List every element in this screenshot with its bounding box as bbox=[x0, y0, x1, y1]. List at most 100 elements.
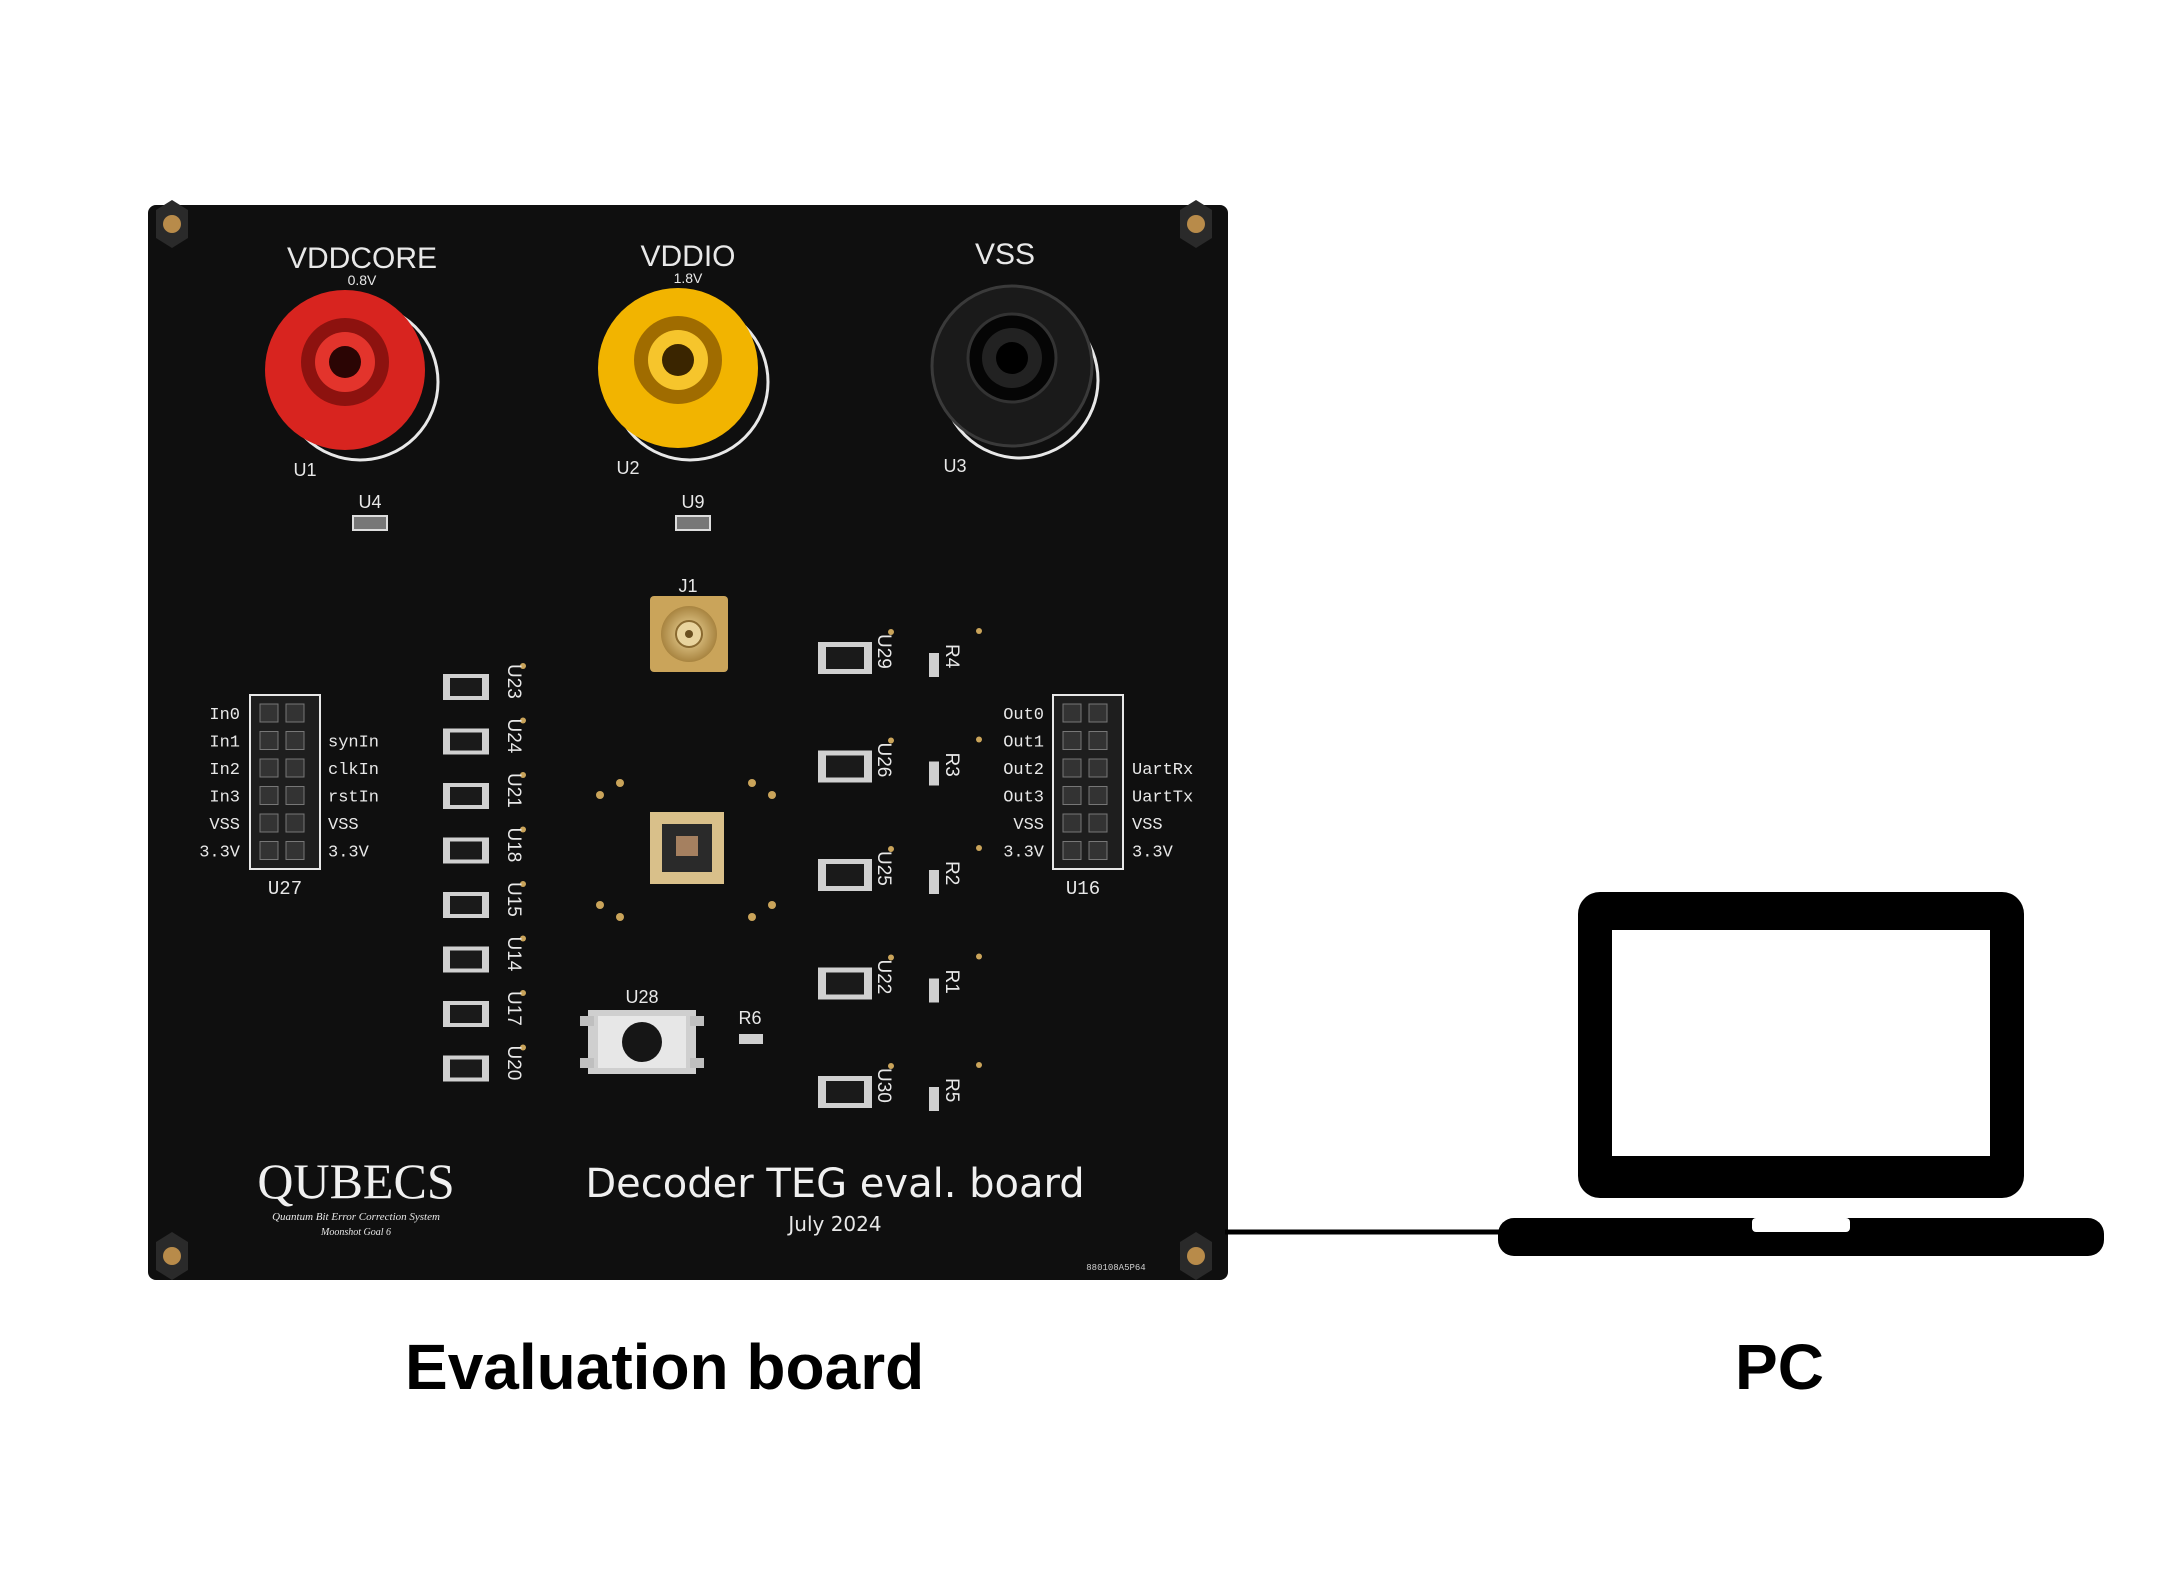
header-pin bbox=[259, 841, 279, 860]
ic-component: U26 bbox=[818, 737, 894, 783]
header-pin bbox=[1062, 703, 1082, 723]
regulator: U4 bbox=[352, 492, 388, 531]
header-pin bbox=[1062, 841, 1082, 860]
pin-label: VSS bbox=[328, 816, 359, 835]
header-pin bbox=[259, 786, 279, 805]
ic-component: U22 bbox=[818, 954, 894, 1000]
logo-subtitle: Moonshot Goal 6 bbox=[320, 1227, 391, 1238]
resistor: R5 bbox=[929, 1062, 982, 1111]
push-button: U28 R6 bbox=[580, 987, 763, 1074]
ic-component: U30 bbox=[818, 1063, 894, 1108]
header-pin bbox=[1088, 786, 1108, 805]
connector-vddio: VDDIO 1.8V U2 bbox=[598, 240, 770, 478]
pin-label: In2 bbox=[209, 761, 240, 780]
pin-label: rstIn bbox=[328, 789, 379, 808]
evaluation-board: VDDCORE 0.8V U1 VDDIO 1.8V U2 VSS U3 U4 bbox=[148, 200, 1228, 1280]
connector-vddcore: VDDCORE 0.8V U1 bbox=[265, 242, 440, 480]
sma-connector: J1 bbox=[650, 576, 728, 672]
pin-label: VSS bbox=[1013, 816, 1044, 835]
decoder-chip bbox=[596, 779, 776, 921]
header-pin bbox=[285, 703, 305, 723]
mounting-standoff bbox=[156, 1232, 188, 1280]
header-pin bbox=[1088, 841, 1108, 860]
pin-label: clkIn bbox=[328, 761, 379, 780]
ic-ref: U14 bbox=[503, 937, 524, 972]
connector-voltage: 0.8V bbox=[348, 272, 377, 288]
pin-label: UartRx bbox=[1132, 761, 1193, 780]
pin-label: In1 bbox=[209, 734, 240, 753]
header-pin bbox=[259, 731, 279, 750]
resistor-ref: R1 bbox=[941, 970, 962, 994]
pin-label: 3.3V bbox=[1003, 844, 1045, 863]
header-pin bbox=[285, 758, 305, 778]
pin-label: VSS bbox=[1132, 816, 1163, 835]
connector-ref: U2 bbox=[616, 458, 639, 478]
pin-label: synIn bbox=[328, 734, 379, 753]
ic-component: U17 bbox=[443, 990, 526, 1027]
header-pin bbox=[1088, 813, 1108, 833]
resistor: R1 bbox=[929, 953, 982, 1003]
qubecs-logo: QUBECS bbox=[257, 1153, 454, 1209]
connector-label: VSS bbox=[975, 238, 1035, 271]
header-pin bbox=[285, 731, 305, 750]
board-date: July 2024 bbox=[786, 1212, 881, 1236]
resistor: R4 bbox=[929, 628, 982, 677]
pin-label: Out3 bbox=[1003, 789, 1044, 808]
header-pin bbox=[259, 813, 279, 833]
connector-ref: U3 bbox=[943, 456, 966, 476]
header-ref: U27 bbox=[268, 878, 302, 900]
pin-label: UartTx bbox=[1132, 789, 1193, 808]
mounting-standoff bbox=[156, 200, 188, 248]
header-pin bbox=[1062, 786, 1082, 805]
resistor-ref: R3 bbox=[941, 753, 962, 777]
header-pin bbox=[285, 841, 305, 860]
pin-label: 3.3V bbox=[328, 844, 370, 863]
regulator-ref: U4 bbox=[358, 492, 381, 512]
pin-label: Out0 bbox=[1003, 706, 1044, 725]
pin-label: VSS bbox=[209, 816, 240, 835]
header-pin bbox=[1062, 813, 1082, 833]
mounting-standoff bbox=[1180, 1232, 1212, 1280]
board-title: Decoder TEG eval. board bbox=[585, 1161, 1084, 1207]
ic-ref: U23 bbox=[503, 664, 524, 699]
ic-component: U21 bbox=[443, 772, 526, 809]
sma-ref: J1 bbox=[678, 576, 697, 596]
regulator: U9 bbox=[675, 492, 711, 531]
pin-label: In3 bbox=[209, 789, 240, 808]
ic-component: U15 bbox=[443, 881, 526, 918]
ic-component: U18 bbox=[443, 826, 526, 864]
connector-label: VDDCORE bbox=[287, 242, 437, 275]
regulator-ref: U9 bbox=[681, 492, 704, 512]
ic-component: U24 bbox=[443, 717, 526, 755]
pin-label: Out1 bbox=[1003, 734, 1044, 753]
header-pin bbox=[259, 758, 279, 778]
mounting-standoff bbox=[1180, 200, 1212, 248]
evaluation-board-caption: Evaluation board bbox=[405, 1331, 925, 1403]
header-pin bbox=[285, 786, 305, 805]
connector-voltage: 1.8V bbox=[674, 270, 703, 286]
resistor: R3 bbox=[929, 736, 982, 786]
header-pin bbox=[1088, 758, 1108, 778]
ic-component: U25 bbox=[818, 846, 894, 891]
header-pin bbox=[1088, 731, 1108, 750]
pcb-substrate bbox=[148, 205, 1228, 1280]
resistor: R2 bbox=[929, 845, 982, 894]
connector-ref: U1 bbox=[293, 460, 316, 480]
ic-component: U29 bbox=[818, 629, 894, 674]
header-pin bbox=[1062, 731, 1082, 750]
resistor-ref: R2 bbox=[941, 861, 962, 885]
pc-caption: PC bbox=[1735, 1331, 1824, 1403]
connector-label: VDDIO bbox=[640, 240, 735, 273]
header-pin bbox=[285, 813, 305, 833]
button-ref: U28 bbox=[625, 987, 658, 1007]
ic-component: U23 bbox=[443, 663, 526, 700]
header-pin bbox=[259, 703, 279, 723]
ic-ref: U26 bbox=[873, 743, 894, 778]
resistor-ref: R6 bbox=[738, 1008, 761, 1028]
ic-ref: U18 bbox=[503, 828, 524, 863]
logo-subtitle: Quantum Bit Error Correction System bbox=[272, 1211, 440, 1223]
